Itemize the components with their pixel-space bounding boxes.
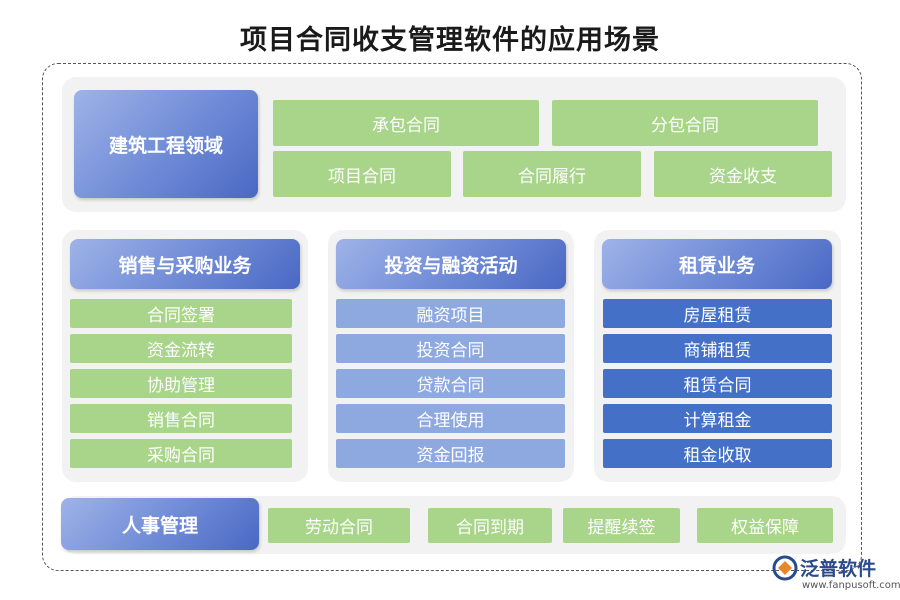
leasing-item: 房屋租赁	[603, 299, 832, 328]
sales-item: 协助管理	[70, 369, 292, 398]
construction-item: 资金收支	[654, 151, 832, 197]
leasing-item: 租金收取	[603, 439, 832, 468]
investment-title: 投资与融资活动	[336, 239, 566, 289]
leasing-title: 租赁业务	[602, 239, 832, 289]
construction-item: 项目合同	[273, 151, 451, 197]
logo-url: www.fanpusoft.com	[802, 580, 900, 591]
construction-item: 承包合同	[273, 100, 539, 146]
construction-item: 分包合同	[552, 100, 818, 146]
investment-item: 贷款合同	[336, 369, 565, 398]
logo-name: 泛普软件	[800, 558, 877, 580]
sales-title: 销售与采购业务	[70, 239, 300, 289]
sales-item: 资金流转	[70, 334, 292, 363]
fanpu-logo-icon	[772, 555, 798, 581]
leasing-item: 计算租金	[603, 404, 832, 433]
page-title: 项目合同收支管理软件的应用场景	[240, 25, 660, 56]
diagram-frame	[42, 63, 862, 571]
leasing-item: 商铺租赁	[603, 334, 832, 363]
hr-item: 劳动合同	[268, 508, 410, 543]
hr-item: 提醒续签	[563, 508, 680, 543]
hr-item: 合同到期	[428, 508, 552, 543]
sales-item: 采购合同	[70, 439, 292, 468]
sales-item: 合同签署	[70, 299, 292, 328]
hr-title: 人事管理	[61, 498, 259, 550]
investment-item: 融资项目	[336, 299, 565, 328]
sales-item: 销售合同	[70, 404, 292, 433]
fanpu-logo: 泛普软件 www.fanpusoft.com	[770, 552, 900, 596]
construction-item: 合同履行	[463, 151, 641, 197]
investment-item: 资金回报	[336, 439, 565, 468]
construction-title: 建筑工程领域	[74, 90, 258, 198]
investment-item: 投资合同	[336, 334, 565, 363]
leasing-item: 租赁合同	[603, 369, 832, 398]
investment-item: 合理使用	[336, 404, 565, 433]
hr-item: 权益保障	[697, 508, 833, 543]
